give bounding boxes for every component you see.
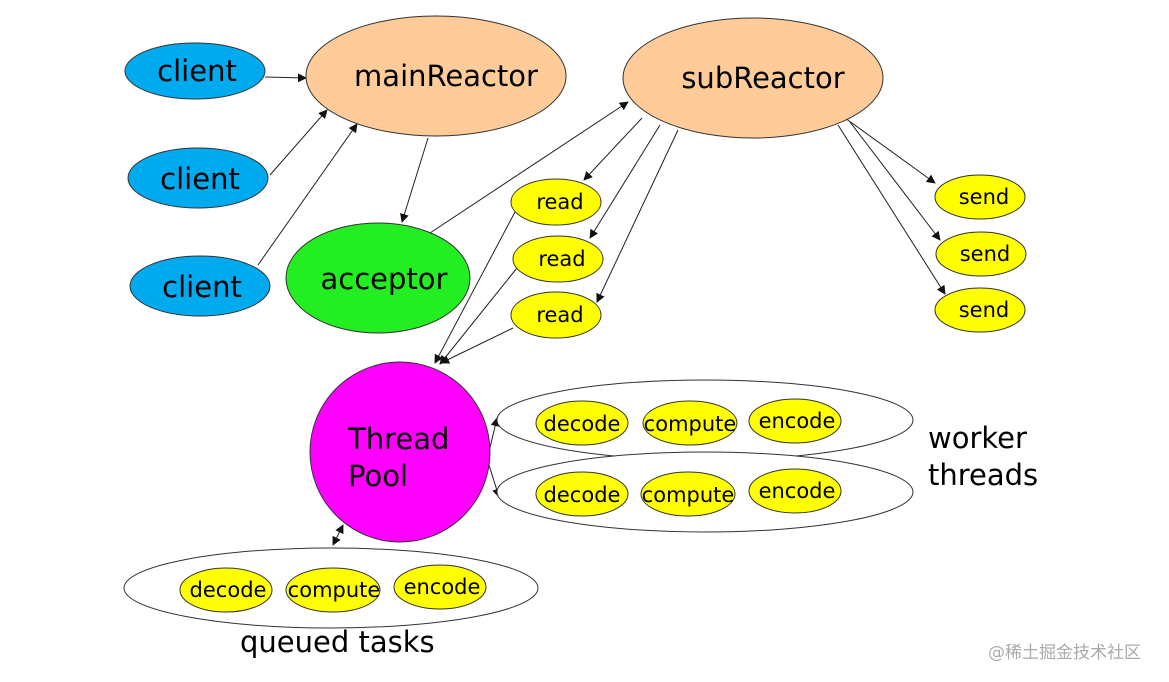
decode-label: decode (544, 412, 621, 436)
queued-tasks-label: queued tasks (240, 625, 435, 659)
worker-threads-label-line2: threads (928, 458, 1038, 492)
compute-label: compute (642, 483, 735, 507)
compute-label: compute (288, 578, 381, 602)
compute-label: compute (644, 412, 737, 436)
worker-threads-label-line1: worker (928, 421, 1027, 455)
encode-label: encode (759, 479, 836, 503)
acceptor-label: acceptor (321, 262, 448, 296)
edge-read1-pool (434, 211, 516, 364)
edge-client3-main (257, 123, 358, 266)
edge-sub-read3 (596, 129, 679, 303)
send-label: send (959, 185, 1010, 209)
client-node: client (129, 255, 271, 317)
read-label: read (536, 190, 583, 214)
thread-pool-label-line1: Thread (347, 422, 449, 456)
queued-tasks-row: decode compute encode (123, 547, 539, 629)
edge-sub-send3 (837, 124, 946, 295)
worker-thread-row: decode compute encode (496, 451, 914, 533)
read-node: read (512, 235, 604, 283)
read-node: read (510, 178, 602, 226)
read-label: read (536, 303, 583, 327)
edge-pool-worker1 (488, 417, 500, 453)
decode-label: decode (190, 578, 267, 602)
client-label: client (157, 54, 237, 88)
encode-label: encode (404, 575, 481, 599)
edge-acceptor-sub (429, 101, 629, 234)
main-reactor-label: mainReactor (354, 59, 538, 93)
client-node: client (124, 42, 266, 100)
acceptor-node: acceptor (285, 222, 471, 334)
main-reactor-node: mainReactor (305, 15, 567, 137)
edge-main-acceptor (400, 137, 429, 223)
edge-sub-read1 (583, 117, 643, 181)
thread-pool-label-line2: Pool (348, 459, 408, 493)
edge-client1-main (264, 73, 307, 83)
client-node: client (127, 147, 269, 209)
send-node: send (934, 174, 1026, 220)
edge-pool-queue (332, 524, 344, 546)
send-label: send (959, 298, 1010, 322)
watermark: @稀土掘金技术社区 (988, 643, 1141, 663)
edge-client2-main (269, 109, 328, 176)
send-label: send (960, 242, 1011, 266)
read-node: read (510, 291, 602, 339)
worker-thread-row: decode compute encode (496, 379, 914, 461)
client-label: client (162, 270, 242, 304)
edge-sub-read2 (589, 124, 661, 239)
edge-read3-pool (440, 327, 514, 364)
read-label: read (538, 247, 585, 271)
encode-label: encode (759, 409, 836, 433)
send-node: send (935, 231, 1027, 277)
sub-reactor-label: subReactor (681, 61, 844, 95)
decode-label: decode (544, 483, 621, 507)
edges (257, 73, 946, 546)
edge-sub-send1 (844, 117, 936, 184)
edge-read2-pool (439, 267, 518, 365)
client-label: client (160, 162, 240, 196)
sub-reactor-node: subReactor (622, 17, 884, 139)
thread-pool-node: Thread Pool (309, 361, 491, 543)
edge-sub-send2 (849, 121, 941, 241)
send-node: send (934, 287, 1026, 333)
